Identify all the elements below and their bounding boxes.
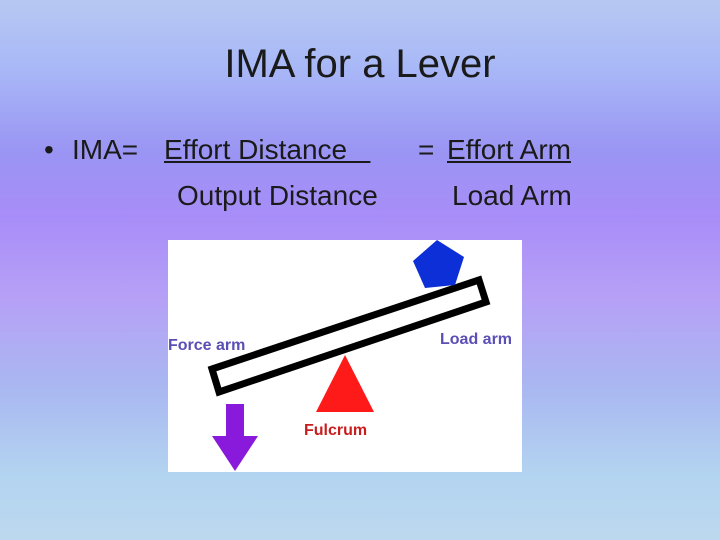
load-arm-label: Load arm: [440, 331, 512, 348]
ima-label: IMA=: [72, 134, 139, 165]
bullet-icon: •: [44, 134, 54, 165]
effort-distance-numerator: Effort Distance: [164, 134, 371, 165]
fulcrum-label: Fulcrum: [304, 422, 367, 439]
lever-beam: [207, 275, 491, 397]
effort-arm-numerator: Effort Arm: [447, 134, 571, 165]
lever-diagram: Force arm Load arm Fulcrum: [168, 240, 522, 472]
equals-sign: =: [418, 134, 435, 165]
output-distance-denominator: Output Distance: [177, 180, 378, 211]
lever-diagram-svg: Force arm Load arm Fulcrum: [168, 240, 512, 471]
load-pentagon-icon: [413, 240, 464, 288]
fulcrum-triangle: [316, 355, 374, 412]
slide-title: IMA for a Lever: [224, 42, 496, 86]
load-arm-denominator: Load Arm: [452, 180, 572, 211]
effort-arrow-down-icon: [212, 404, 258, 471]
force-arm-label: Force arm: [168, 337, 245, 354]
